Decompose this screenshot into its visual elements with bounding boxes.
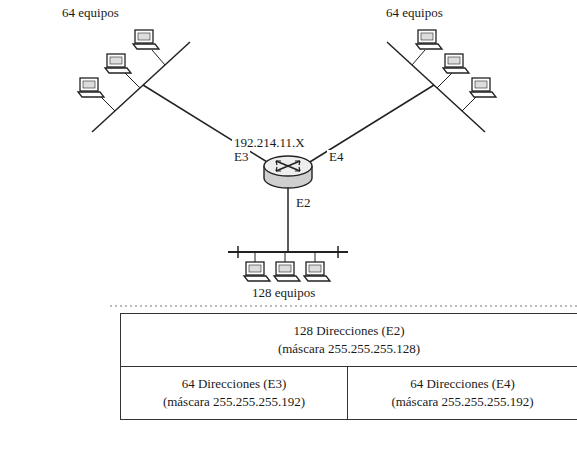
address-table-cell: 64 Direcciones (E3)(máscara 255.255.255.… [120,366,348,420]
interface-label: E3 [232,150,250,164]
address-count: 128 Direcciones (E2) [293,322,404,340]
interface-label: E2 [296,196,310,210]
subnet-mask: (máscara 255.255.255.192) [163,393,305,411]
group-label: 128 equipos [252,286,315,300]
group-label: 64 equipos [386,6,443,20]
network-address: 192.214.11.X [232,136,307,150]
subnet-mask: (máscara 255.255.255.128) [278,340,420,358]
address-count: 64 Direcciones (E3) [182,375,287,393]
interface-label: E4 [327,150,345,164]
subnet-mask: (máscara 255.255.255.192) [391,393,533,411]
group-label: 64 equipos [62,6,119,20]
address-count: 64 Direcciones (E4) [410,375,515,393]
router-symbol [264,156,312,188]
address-table-cell: 64 Direcciones (E4)(máscara 255.255.255.… [347,366,577,420]
address-table-cell: 128 Direcciones (E2)(máscara 255.255.255… [120,313,577,367]
